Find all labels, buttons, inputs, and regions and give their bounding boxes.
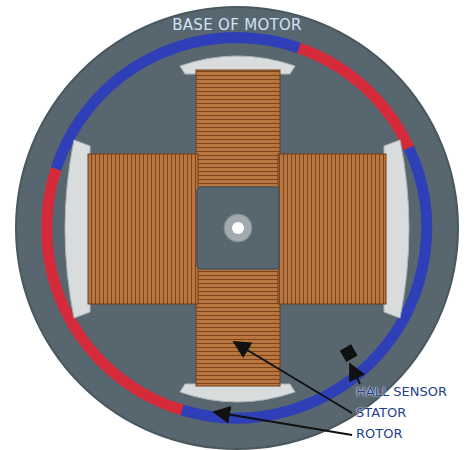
motor-base: BASE OF MOTOR [15,6,459,450]
base-heading: BASE OF MOTOR [15,16,459,34]
base-outline [15,6,459,450]
part-label: ROTOR [356,426,402,441]
base-disc [16,7,458,449]
